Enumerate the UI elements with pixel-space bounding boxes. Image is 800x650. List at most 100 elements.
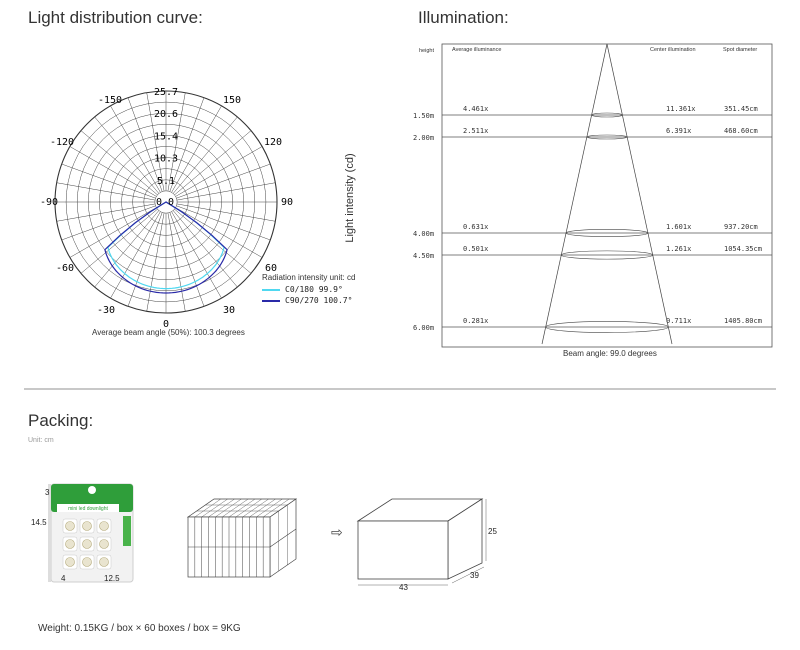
polar-curves <box>104 201 228 294</box>
header-spot: Spot diameter <box>723 47 757 53</box>
legend-item-c90: C90/270 100.7° <box>262 295 352 306</box>
polar-spoke <box>169 97 205 192</box>
polar-spoke <box>176 203 276 222</box>
polar-grid <box>54 90 278 314</box>
row-center: 0.711x <box>666 317 691 325</box>
angle-label: 30 <box>223 305 235 316</box>
light-cone <box>541 43 673 345</box>
polar-spoke <box>175 207 263 258</box>
row-height: 6.00m <box>413 324 434 332</box>
stack-divider <box>235 498 262 518</box>
led-lamp <box>82 557 92 567</box>
row-spot: 937.20cm <box>724 223 758 231</box>
polar-spoke <box>174 130 252 196</box>
polar-title: Light distribution curve: <box>28 8 203 27</box>
polar-spoke <box>110 105 161 193</box>
led-lamp <box>99 557 109 567</box>
package-brand-text: mini led downlight <box>68 506 108 512</box>
row-height: 4.00m <box>413 230 434 238</box>
dim-height: 14.5 <box>31 518 47 527</box>
spot-ellipse <box>591 112 623 118</box>
packing-unit: Unit: cm <box>28 437 54 444</box>
row-center: 1.601x <box>666 223 691 231</box>
row-center: 11.361x <box>666 105 696 113</box>
dim-depth: 4 <box>61 574 66 583</box>
row-center: 1.261x <box>666 245 691 253</box>
angle-label: -150 <box>98 95 122 106</box>
angle-label: 60 <box>265 263 277 274</box>
illumination-title: Illumination: <box>418 8 509 27</box>
stack-divider <box>242 498 269 518</box>
spot-ellipse <box>545 321 669 333</box>
angle-label: -120 <box>50 137 74 148</box>
stack-drawing <box>186 498 298 578</box>
polar-legend: C0/180 99.9° C90/270 100.7° <box>262 284 352 306</box>
polar-spoke <box>172 116 238 194</box>
product-package: mini led downlight <box>48 483 134 583</box>
polar-spoke <box>175 146 263 197</box>
polar-spoke <box>80 130 158 196</box>
carton-depth-line <box>451 566 485 584</box>
legend-label-c90: C90/270 100.7° <box>285 296 353 305</box>
polar-spoke <box>56 182 156 201</box>
ring-value-label: 15.4 <box>154 131 178 142</box>
polar-spoke <box>110 211 161 299</box>
brand-strip <box>57 504 119 512</box>
dim-width: 12.5 <box>104 574 120 583</box>
spot-ellipse <box>560 250 654 260</box>
carton-front <box>357 520 449 580</box>
carton-dim-height: 25 <box>488 527 497 536</box>
axis-label-wrap: Light intensity (cd) <box>330 140 370 270</box>
ring-value-label: 25.7 <box>154 87 178 98</box>
angle-label: 150 <box>223 95 241 106</box>
legend-item-c0: C0/180 99.9° <box>262 284 352 295</box>
spot-ellipse <box>586 134 628 140</box>
row-avg: 4.461x <box>463 105 488 113</box>
header-center: Center illumination <box>650 47 696 53</box>
weight-note: Weight: 0.15KG / box × 60 boxes / box = … <box>38 623 241 634</box>
polar-spoke <box>69 146 157 197</box>
row-avg: 0.501x <box>463 245 488 253</box>
polar-spoke <box>176 205 271 241</box>
row-spot: 351.45cm <box>724 105 758 113</box>
packing-title: Packing: <box>28 411 94 430</box>
stacked-boxes <box>186 498 298 578</box>
angle-label: -90 <box>40 197 58 208</box>
led-lamp <box>65 521 75 531</box>
dim-thickness: 3 <box>45 488 50 497</box>
polar-spoke <box>61 163 156 199</box>
polar-beam-note: Average beam angle (50%): 100.3 degrees <box>92 328 245 337</box>
stack-divider <box>249 498 276 518</box>
row-avg: 0.281x <box>463 317 488 325</box>
row-spot: 1405.80cm <box>724 317 762 325</box>
carton-box <box>356 498 487 586</box>
stack-divider <box>201 498 228 518</box>
stack-divider <box>263 498 290 518</box>
angle-label: 90 <box>281 197 293 208</box>
cone-right <box>606 43 673 345</box>
row-avg: 2.511x <box>463 127 488 135</box>
section-divider <box>24 388 776 390</box>
stack-divider <box>228 498 256 518</box>
stack-divider <box>256 498 283 518</box>
illumination-diagram: height Average illuminance Center illumi… <box>413 43 773 348</box>
polar-spoke <box>127 97 163 192</box>
package-side <box>48 484 51 582</box>
stack-divider <box>208 498 235 518</box>
row-height: 1.50m <box>413 112 434 120</box>
polar-spoke <box>61 205 156 241</box>
illumination-beam-note: Beam angle: 99.0 degrees <box>563 349 657 358</box>
row-spot: 468.60cm <box>724 127 758 135</box>
polar-curve-0 <box>107 201 225 290</box>
side-tab <box>123 516 131 546</box>
legend-swatch-c0 <box>262 288 280 291</box>
polar-spoke <box>176 182 276 201</box>
angle-label: -60 <box>56 263 74 274</box>
polar-spoke <box>167 92 186 192</box>
angle-label: 120 <box>264 137 282 148</box>
center-label: 0 <box>168 197 174 208</box>
unit-label: Radiation intensity unit: cd <box>262 273 356 282</box>
intensity-axis-label: Light intensity (cd) <box>344 153 356 243</box>
